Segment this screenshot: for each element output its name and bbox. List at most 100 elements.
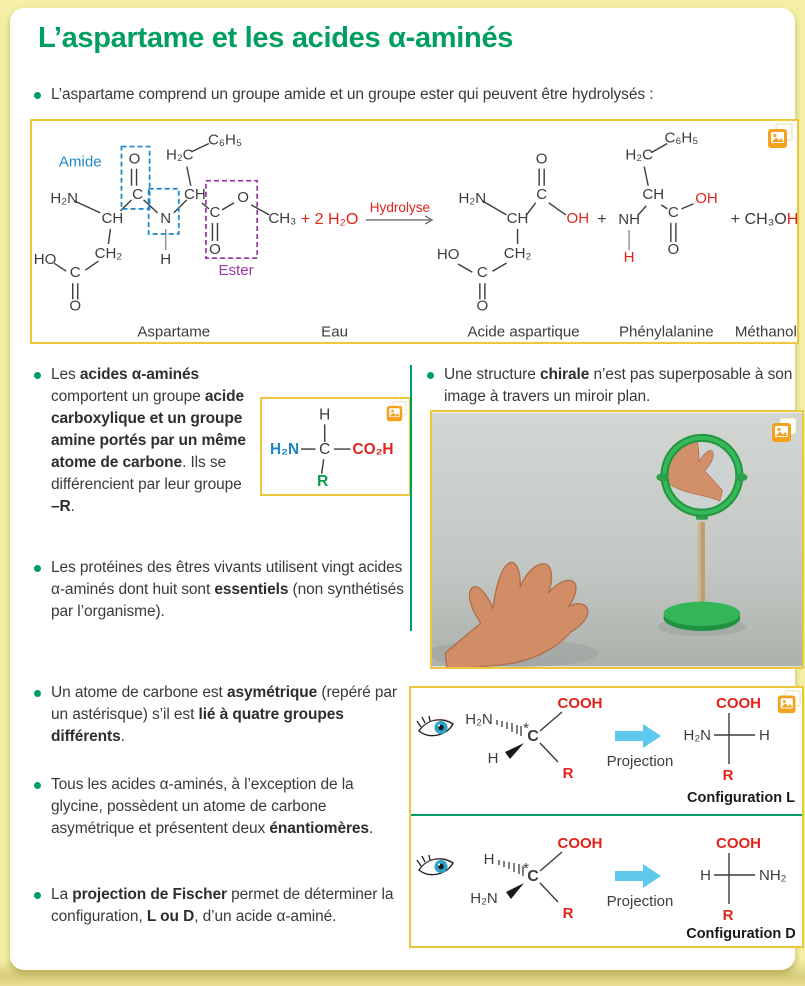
hydrolyse-label: Hydrolyse [370,200,430,215]
panel-divider [411,814,802,816]
atom-label: C [319,441,330,458]
ester-dashed-box [205,179,259,259]
fischer-projection-bullet: La projection de Fischer permet de déter… [34,884,408,928]
enantiomers-text: Tous les acides α-aminés, à l’exception … [51,776,374,837]
projection-arrow [615,864,661,888]
caption-eau: Eau [321,324,348,341]
amino-acid-structure-svg: H C H₂N CO₂H R [270,406,394,490]
svg-text:COOH: COOH [716,695,761,712]
page-title: L’aspartame et les acides α-aminés [38,22,514,54]
plus-sign: + [597,210,606,228]
atom-label: H₂C [166,147,194,164]
amide-dashed-box [147,187,180,235]
amino-acid-definition-text: Les acides α-aminés comportent un groupe… [51,364,408,518]
svg-text:R: R [723,767,734,784]
atom-label: O [69,297,81,314]
atom-label: CH [507,210,529,227]
svg-text:H: H [700,867,711,884]
svg-text:*: * [523,720,529,737]
ester-label: Ester [218,262,253,279]
amide-label: Amide [59,154,102,171]
projection-label: Projection [607,893,674,910]
wedge-3d-structure: H C * COOH H₂N R [470,835,602,922]
atom-label: O [536,151,548,168]
asymmetric-carbon-text: Un atome de carbone est asymétrique (rep… [51,684,397,745]
atom-label: C [132,186,143,203]
bullet-dot [34,372,41,379]
atom-label: OH [695,190,718,207]
fischer-d: COOH H NH₂ R [700,835,787,924]
caption-methanol: Méthanol [735,324,797,341]
projection-label: Projection [607,753,674,770]
atom-label: N [160,210,171,227]
hydrolysis-scheme: H₂N CH C O N H CH H₂C C₆H₅ C O O CH₃ HO … [34,130,797,341]
atom-label: C [668,204,679,221]
panel-config-d: H C * COOH H₂N R Projection [411,816,798,942]
atom-label: R [317,473,328,490]
bullet-dot [427,372,434,379]
media-icon[interactable] [777,690,801,714]
atom-label: HO [34,251,57,268]
bullet-dot [34,892,41,899]
hydrolysis-figure: H₂N CH C O N H CH H₂C C₆H₅ C O O CH₃ HO … [30,119,799,344]
bullet-dot [34,782,41,789]
atom-label: O [667,241,679,258]
wedge-3d-structure: H₂N C * COOH H R [465,695,602,782]
bullet-dot [34,690,41,697]
svg-text:R: R [563,905,574,922]
eye-icon [416,854,454,876]
svg-text:C: C [527,868,539,885]
projection-arrow [615,724,661,748]
atom-label: H₂N [270,441,299,458]
atom-label: NH [618,211,640,228]
proteins-bullet: Les protéines des êtres vivants utilisen… [34,557,408,623]
atom-label: C [536,186,547,203]
mirror-stand [663,511,741,631]
atom-label: H [319,406,330,423]
methanol-term: + CH₃OH [731,210,797,228]
config-l-label: Configuration L [687,790,795,806]
panel-config-l: H₂N C * COOH H R Projection [411,688,798,814]
svg-text:H₂N: H₂N [470,890,498,907]
column-divider [410,365,412,631]
enantiomers-bullet: Tous les acides α-aminés, à l’exception … [34,774,408,840]
atom-label: H₂C [625,147,653,164]
atom-label: OH [567,210,590,227]
media-icon[interactable] [771,417,797,443]
atom-label: CH [184,186,206,203]
mirror [656,433,748,517]
atom-label: C₆H₅ [208,132,242,149]
svg-text:NH₂: NH₂ [759,867,787,884]
atom-label: O [237,189,249,206]
media-icon[interactable] [386,401,407,422]
svg-text:COOH: COOH [558,835,603,852]
content-card: L’aspartame et les acides α-aminés L’asp… [10,8,804,970]
atom-label: H [160,251,171,268]
eye-icon [416,715,454,737]
proteins-text: Les protéines des êtres vivants utilisen… [51,559,404,620]
svg-text:C: C [527,728,539,745]
svg-text:COOH: COOH [716,835,761,852]
atom-label: O [209,241,221,258]
media-icon[interactable] [767,123,793,149]
config-d-label: Configuration D [686,926,796,942]
atom-label: O [476,297,488,314]
caption-aspartame: Aspartame [137,324,210,341]
atom-label: H₂N [50,190,78,207]
svg-text:R: R [563,765,574,782]
atom-label: H₂N [458,190,486,207]
fischer-l: COOH H₂N H R [684,695,770,784]
svg-text:H: H [759,727,770,744]
amino-acid-general-structure: H C H₂N CO₂H R [260,397,411,496]
reaction-arrow [365,215,434,225]
chirality-bullet: Une structure chirale n’est pas superpos… [427,364,801,408]
atom-label: O [129,151,141,168]
atom-label: HO [437,246,460,263]
asymmetric-carbon-bullet: Un atome de carbone est asymétrique (rep… [34,682,408,748]
svg-text:H₂N: H₂N [465,711,493,728]
atom-label: C₆H₅ [664,130,698,147]
atom-label: C [70,264,81,281]
svg-text:H₂N: H₂N [684,727,712,744]
svg-text:H: H [488,750,499,767]
amino-acid-definition: Les acides α-aminés comportent un groupe… [34,364,408,518]
